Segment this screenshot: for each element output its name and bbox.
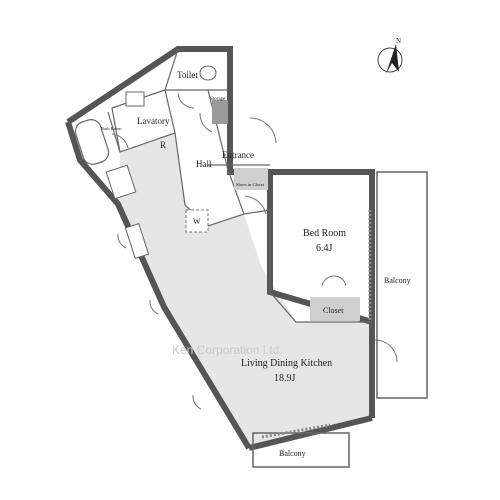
storage-label: Storage	[210, 97, 226, 102]
balcony-south-area	[252, 432, 350, 468]
entrance-door	[249, 117, 277, 144]
shoe-closet-fixture	[234, 168, 268, 190]
sink-fixture	[125, 91, 145, 107]
closet-label: Closet	[323, 306, 344, 315]
washer-box	[185, 209, 209, 233]
inner-wall-hall	[174, 89, 245, 227]
inner-wall-bedroom	[243, 209, 372, 323]
storage-fixture	[212, 100, 228, 124]
ldk-floor	[118, 133, 372, 448]
balcony-south-label: Balcony	[279, 449, 306, 458]
bathtub-fixture	[74, 119, 110, 165]
entrance-label: Entrance	[222, 150, 254, 160]
washer-mark: W	[193, 217, 201, 226]
watermark-text: Ken Corporation Ltd.	[172, 343, 283, 357]
kitchen-sink	[124, 222, 150, 260]
north-label: N	[396, 37, 401, 45]
lavatory-label: Lavatory	[137, 116, 170, 126]
outer-wall-west	[65, 121, 252, 450]
window-west-1	[117, 233, 127, 249]
hall-label: Hall	[196, 159, 212, 169]
ldk-door	[244, 195, 267, 215]
bedroom-size: 6.4J	[316, 243, 333, 254]
bath-room-label: Bath Room	[101, 126, 122, 131]
refrigerator-mark: R	[160, 140, 166, 150]
bedroom-label: Bed Room	[303, 228, 346, 239]
toilet-door	[177, 92, 195, 109]
north-arrow-icon: N	[377, 37, 403, 74]
closet-fixture	[310, 297, 360, 321]
bath-door	[111, 133, 129, 149]
kitchen-counter	[105, 164, 137, 200]
balcony-east-label: Balcony	[384, 276, 411, 285]
toilet-label: Toilet	[177, 70, 198, 80]
bedroom-door-right	[333, 275, 347, 287]
shoes-closet-label: Shoes in Closet	[236, 182, 265, 187]
balcony-door	[374, 339, 398, 363]
inner-wall-bath	[107, 89, 176, 153]
window-west-2	[149, 299, 159, 315]
ldk-label: Living Dining Kitchen	[241, 358, 332, 369]
toilet-fixture	[199, 65, 217, 81]
balcony-south-window	[261, 423, 331, 439]
bedroom-door-left	[321, 275, 335, 287]
ldk-size: 18.9J	[274, 373, 296, 384]
window-west-3	[192, 394, 202, 410]
balcony-east-area	[376, 171, 428, 399]
hall-door	[199, 112, 213, 133]
